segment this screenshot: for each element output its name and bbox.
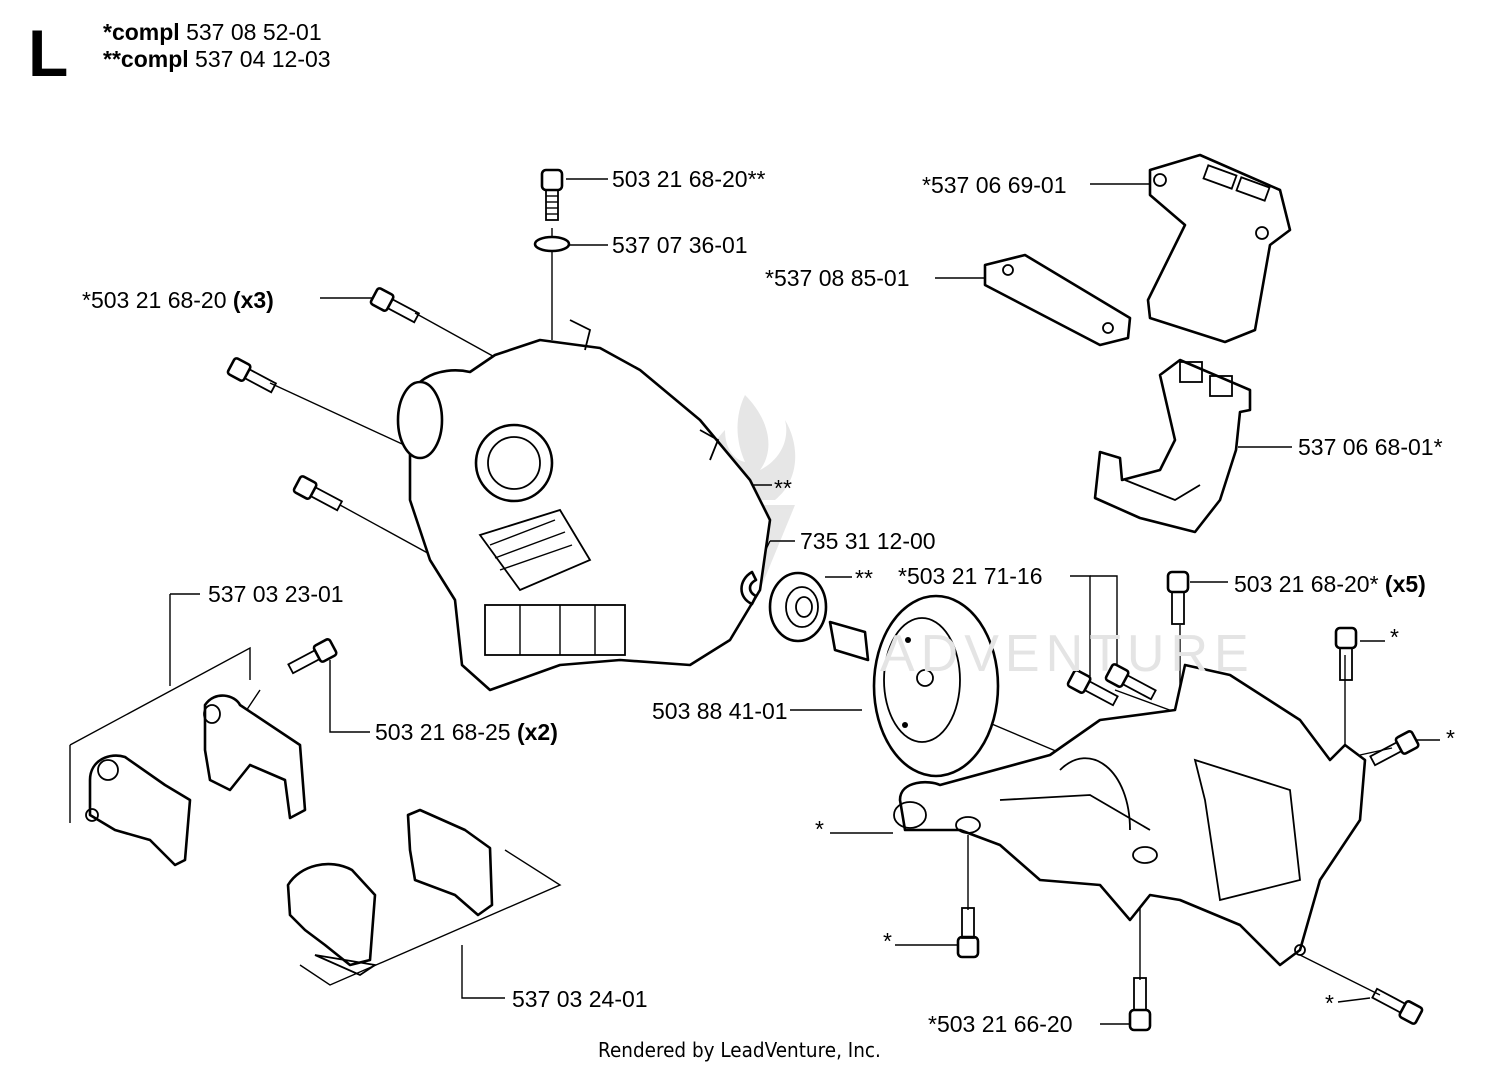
part-label[interactable]: 537 07 36-01 [612,232,748,258]
part-label[interactable]: *537 06 69-01 [922,172,1067,198]
part-label[interactable]: 537 03 24-01 [512,986,648,1012]
circlip [740,570,758,606]
part-label[interactable]: *503 21 68-20 (x3) [82,289,274,312]
part-label[interactable]: 735 31 12-00 [800,528,936,554]
part-label[interactable]: 503 21 68-20* (x5) [1234,573,1426,596]
part-qty: (x2) [516,719,558,745]
part-number: 503 21 68-20* [1234,571,1379,597]
part-label[interactable]: *537 08 85-01 [765,265,910,291]
kit-number: 537 08 52-01 [186,19,322,45]
part-number: *503 21 68-20 [82,287,227,313]
part-qty: (x5) [1384,571,1426,597]
part-label[interactable]: * [883,928,892,954]
half-shell-b [406,808,494,917]
part-label[interactable]: * [1325,990,1334,1016]
part-label[interactable]: 537 03 23-01 [208,581,344,607]
section-letter: L [28,16,69,90]
kit-number: 537 04 12-03 [195,46,331,72]
part-number: 503 21 68-25 [375,719,511,745]
part-label[interactable]: 503 21 68-20** [612,166,766,192]
part-label[interactable]: * [1446,725,1455,751]
watermark-text: ADVENTURE [880,625,1255,683]
part-label[interactable]: *503 21 66-20 [928,1011,1073,1037]
kit-line-2: **compl 537 04 12-03 [103,48,331,71]
gasket [983,253,1132,347]
kit-prefix: **compl [103,46,189,72]
part-label[interactable]: 537 06 68-01* [1298,434,1443,460]
footer-credit: Rendered by LeadVenture, Inc. [598,1038,881,1062]
kit-line-1: *compl 537 08 52-01 [103,21,322,44]
bracket-part [85,754,192,867]
part-label[interactable]: 503 21 68-25 (x2) [375,721,558,744]
shield-bottom [1093,358,1252,534]
crankcase-half [893,663,1367,967]
part-label[interactable]: *503 21 71-16 [898,563,1043,589]
kit-prefix: *compl [103,19,180,45]
part-label[interactable]: ** [855,565,873,591]
half-shell-a [286,862,378,977]
part-label[interactable]: * [1390,624,1399,650]
screws [226,168,1424,1032]
shield-top [1146,153,1292,344]
part-label[interactable]: ** [774,475,792,501]
part-label[interactable]: 503 88 41-01 [652,698,788,724]
crankshaft [828,594,1000,778]
ball-bearing [768,571,828,643]
part-label[interactable]: * [815,816,824,842]
crankcase-cover [396,319,772,692]
clamp-part [203,694,307,820]
part-qty: (x3) [232,287,274,313]
